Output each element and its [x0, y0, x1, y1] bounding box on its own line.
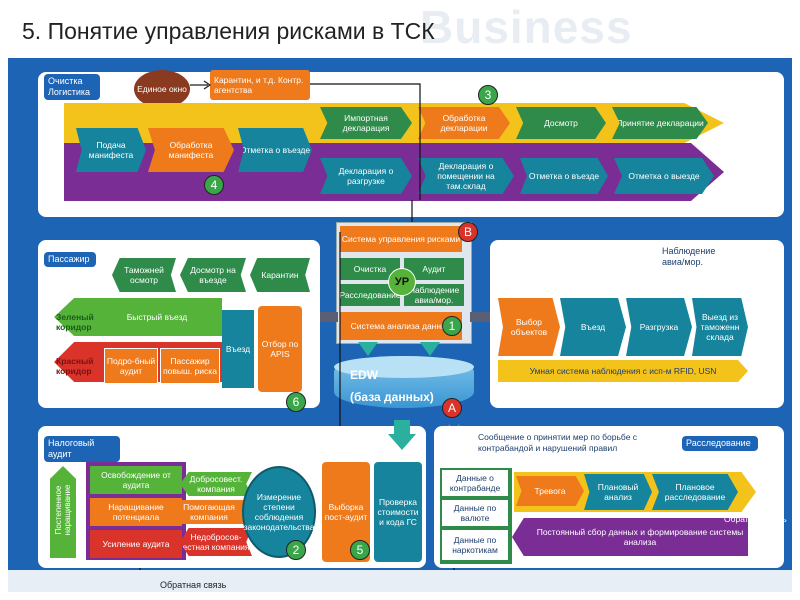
- fast-entry: Быстрый въезд: [126, 312, 188, 322]
- risk-system-label: Система управления рисками: [340, 226, 462, 252]
- edw-label: EDW: [350, 368, 378, 382]
- planned-investigation: Плановое расследование: [652, 474, 738, 510]
- good-company: Добросовест. компания: [180, 472, 252, 496]
- passenger-quarantine: Карантин: [250, 258, 310, 292]
- link-right: [470, 312, 492, 322]
- smart-observation-system: Умная система наблюдения с исп-м RFID, U…: [498, 360, 748, 382]
- section-label-logistics: Очистка Логистика: [44, 74, 100, 100]
- edw-top: [334, 356, 474, 378]
- audit-strengthening: Усиление аудита: [90, 530, 182, 558]
- link-left: [316, 312, 338, 322]
- red-corridor-label: Красный коридор: [56, 356, 94, 376]
- data-analysis-system: Система анализа данных: [340, 312, 462, 340]
- declaration-acceptance: Принятие декларации: [612, 107, 708, 139]
- feedback-right: Обратная связь: [724, 514, 787, 524]
- green-corridor-label: Зеленый коридор: [56, 312, 94, 332]
- inspection: Досмотр: [516, 107, 606, 139]
- audit-exemption: Освобождение от аудита: [90, 466, 182, 494]
- planned-analysis: Плановый анализ: [584, 474, 652, 510]
- badge-b: B: [458, 222, 478, 242]
- feedback-bottom: Обратная связь: [160, 580, 227, 590]
- badge-1: 1: [442, 316, 462, 336]
- center-observation: Наблюдение авиа/мор.: [404, 284, 464, 306]
- observation-label: Наблюдение авиа/мор.: [662, 246, 716, 267]
- declaration-processing: Обработка декларации: [418, 107, 510, 139]
- exit-mark: Отметка о выезде: [614, 158, 714, 194]
- import-declaration: Импортная декларация: [320, 107, 412, 139]
- footer-strip: [8, 570, 792, 592]
- badge-a: A: [442, 398, 462, 418]
- observation-entry: Въезд: [560, 298, 626, 356]
- alarm: Тревога: [516, 476, 584, 506]
- edw-sublabel: (база данных): [350, 390, 434, 404]
- object-selection: Выбор объектов: [498, 298, 560, 356]
- entry-mark-2: Отметка о въезде: [520, 158, 608, 194]
- page-title: 5. Понятие управления рисками в ТСК: [22, 18, 435, 44]
- yr-badge: УР: [388, 268, 416, 296]
- gradual-increase-arrow: [50, 466, 76, 558]
- unloading: Разгрузка: [626, 298, 692, 356]
- smuggling-data: Данные о контрабанде: [442, 470, 508, 496]
- narcotics-data: Данные по наркотикам: [442, 530, 508, 560]
- inspection-entry: Досмотр на въезде: [180, 258, 246, 292]
- entry-mark: Отметка о въезде: [238, 128, 312, 172]
- badge-6: 6: [286, 392, 306, 412]
- hidden-audit: Подро-бный аудит: [104, 348, 158, 384]
- apis-selection: Отбор по APIS: [258, 306, 302, 392]
- currency-data: Данные по валюте: [442, 500, 508, 526]
- warehouse-declaration: Декларация о помещении на там.склад: [418, 158, 514, 194]
- compliance-measurement: Измерение степени соблюдения законодател…: [242, 466, 316, 558]
- badge-3: 3: [478, 85, 498, 105]
- manifest-submission: Подача манифеста: [76, 128, 146, 172]
- badge-5: 5: [350, 540, 370, 560]
- quarantine-box: Карантин, и т.д. Контр. агентства: [210, 70, 310, 100]
- constant-data-collection: Постоянный сбор данных и формирование си…: [512, 518, 748, 556]
- arrow-right-icon: [190, 80, 212, 90]
- investigation-label: Расследование: [682, 436, 758, 451]
- helping-company: Помогающая компания: [168, 500, 250, 524]
- tax-audit-label: Налоговый аудит: [44, 436, 120, 462]
- bad-company: Недобросов-естная компания: [180, 528, 252, 556]
- gradual-increase-label: Постепенное наращивание: [54, 484, 72, 536]
- center-clearance: Очистка: [340, 258, 400, 280]
- badge-4: 4: [204, 175, 224, 195]
- manifest-processing: Обработка манифеста: [148, 128, 234, 172]
- passenger-label: Пассажир: [44, 252, 96, 267]
- unloading-declaration: Декларация о разгрузке: [320, 158, 412, 194]
- arrow-down-icon: [388, 420, 416, 450]
- anti-smuggling-message: Сообщение о принятии мер по борьбе с кон…: [478, 432, 638, 453]
- value-code-check: Проверка стоимости и кода ГС: [374, 462, 422, 562]
- warehouse-exit: Выезд из таможенн склада: [692, 298, 748, 356]
- passenger-entry: Въезд: [222, 310, 254, 388]
- green-corridor-arrow: [54, 298, 222, 336]
- capacity-building: Наращивание потенциала: [90, 498, 182, 526]
- high-risk-passenger: Пассажир повыш. риска: [160, 348, 220, 384]
- background-watermark: Business: [420, 1, 633, 53]
- single-window: Единое окно: [134, 70, 190, 108]
- center-audit: Аудит: [404, 258, 464, 280]
- customs-inspection: Таможней осмотр: [112, 258, 176, 292]
- badge-2: 2: [286, 540, 306, 560]
- center-investigation: Расследование: [339, 284, 401, 306]
